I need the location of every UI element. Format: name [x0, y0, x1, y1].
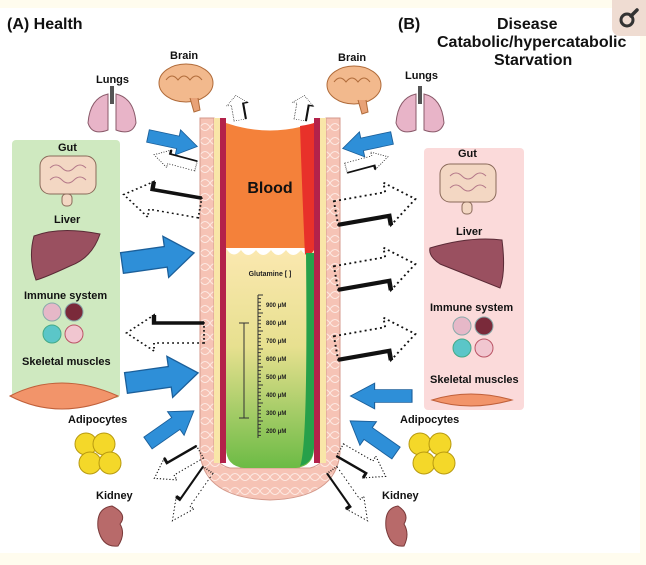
liver-release-arrow-a: [118, 231, 198, 285]
brain-icon-a: [158, 63, 214, 113]
label-liver-a: Liver: [54, 214, 81, 226]
label-adipocytes-a: Adipocytes: [68, 414, 128, 426]
label-muscles-a: Skeletal muscles: [22, 356, 111, 368]
label-lungs-b: Lungs: [405, 70, 438, 82]
liver-uptake-arrow-b: [332, 243, 419, 300]
liver-icon-a: [30, 229, 101, 281]
label-gut-b: Gut: [458, 148, 477, 160]
panel-b-condition-3: Starvation: [494, 52, 573, 69]
lungs-icon-b: [395, 86, 445, 133]
adipocyte-release-arrow-a: [139, 398, 203, 456]
adipocytes-icon-a: [74, 432, 122, 475]
label-muscles-b: Skeletal muscles: [430, 374, 519, 386]
gut-uptake-arrow-a: [121, 177, 204, 226]
immune-cells-icon-a: [42, 302, 84, 344]
label-immune-a: Immune system: [24, 290, 108, 302]
scale-tick-label: 500 μM: [266, 375, 286, 381]
magnifier-icon: [619, 8, 639, 28]
label-brain-a: Brain: [170, 50, 199, 62]
scale-tick-label: 800 μM: [266, 321, 286, 327]
kidney-icon-a: [97, 505, 124, 547]
glutamine-scale: [239, 294, 263, 438]
label-immune-b: Immune system: [430, 302, 514, 314]
diagram-graphics: Blood Glutamine [ ] 900 μM 800 μM 700 μM 60…: [8, 63, 524, 547]
blood-vessel: [199, 117, 341, 501]
brain-uptake-arrow-b: [288, 92, 316, 123]
scale-tick-label: 300 μM: [266, 411, 286, 417]
disease-highlight-panel: [424, 148, 524, 410]
scale-tick-label: 200 μM: [266, 429, 286, 435]
diagram-canvas: Blood Glutamine [ ] 900 μM 800 μM 700 μM 60…: [0, 8, 640, 553]
label-gut-a: Gut: [58, 142, 77, 154]
scale-tick-label: 400 μM: [266, 393, 286, 399]
adipocyte-uptake-arrow-a: [146, 439, 208, 491]
label-kidney-a: Kidney: [96, 490, 133, 502]
gut-icon-b: [439, 163, 497, 215]
label-lungs-a: Lungs: [96, 74, 129, 86]
scale-tick-label: 900 μM: [266, 303, 286, 309]
immune-cells-icon-b: [452, 316, 494, 358]
lungs-icon-a: [87, 86, 137, 133]
label-adipocytes-b: Adipocytes: [400, 414, 460, 426]
immune-uptake-arrow-a: [127, 315, 205, 351]
muscle-release-arrow-a: [122, 351, 202, 405]
scale-tick-label: 700 μM: [266, 339, 286, 345]
muscle-release-arrow-b: [349, 382, 413, 410]
panel-b-title: (B): [398, 16, 421, 33]
zoom-button[interactable]: [612, 0, 646, 36]
muscle-icon-b: [430, 393, 514, 407]
panel-b-condition-2: Catabolic/hypercatabolic: [437, 34, 627, 51]
panel-b-condition-1: Disease: [497, 16, 558, 33]
liver-icon-b: [429, 238, 505, 289]
scale-tick-label: 600 μM: [266, 357, 286, 363]
blood-label: Blood: [247, 180, 292, 197]
lungs-release-arrow-b: [339, 125, 396, 162]
panel-a-title: (A) Health: [7, 16, 83, 33]
label-kidney-b: Kidney: [382, 490, 419, 502]
immune-uptake-arrow-b: [332, 313, 419, 370]
gut-icon-a: [39, 155, 97, 207]
brain-icon-b: [326, 65, 382, 115]
gut-uptake-arrow-small-b: [342, 146, 392, 178]
kidney-icon-b: [385, 505, 408, 547]
label-brain-b: Brain: [338, 52, 367, 64]
gut-uptake-arrow-small-a: [150, 144, 200, 176]
adipocytes-icon-b: [408, 432, 456, 475]
label-liver-b: Liver: [456, 226, 483, 238]
muscle-icon-a: [8, 382, 120, 410]
gut-uptake-arrow-b: [332, 178, 419, 235]
brain-uptake-arrow-a: [224, 92, 252, 123]
health-highlight-panel: [12, 140, 120, 398]
adipocyte-release-arrow-b: [341, 408, 405, 466]
glutamine-scale-title: Glutamine [ ]: [249, 271, 292, 278]
